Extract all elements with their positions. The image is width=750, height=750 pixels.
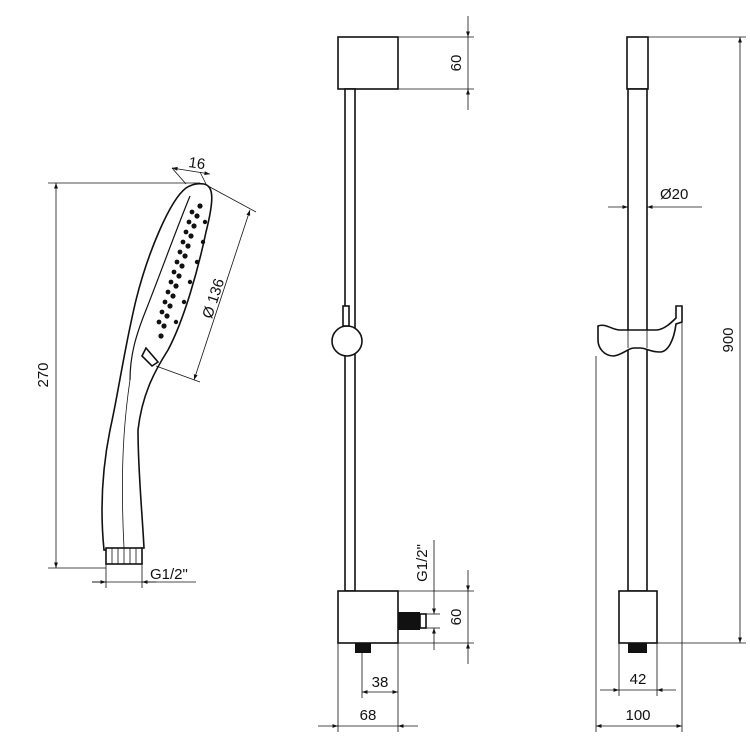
- head-diameter-label: Ø 136: [199, 277, 228, 321]
- hand-shower-thread-label: G1/2": [150, 566, 188, 583]
- bottom-bracket-nut-front: [628, 643, 647, 653]
- bottom-wall-bracket-outlet: [337, 590, 399, 644]
- spray-nozzles: [156, 203, 208, 339]
- slider-knob: [331, 325, 363, 357]
- top-bracket-height-label: 60: [448, 55, 465, 72]
- outlet-thread-label: G1/2": [414, 544, 431, 582]
- holder-width-label: 100: [625, 707, 650, 724]
- head-thickness-label: 16: [187, 154, 206, 173]
- hand-shower-thread: [105, 547, 143, 565]
- top-bracket-front: [626, 36, 649, 90]
- handle-seam-line: [122, 379, 131, 549]
- bottom-bracket-height-label: 60: [448, 609, 465, 626]
- bracket-base-nut: [355, 643, 371, 653]
- hand-shower-height-label: 270: [35, 362, 52, 387]
- bottom-bracket-front: [618, 590, 658, 644]
- rail-diameter-label: Ø20: [660, 186, 688, 203]
- outlet-offset-label: 38: [372, 674, 389, 691]
- rail-side-view: 60 G1/2" 60 38 68: [318, 16, 474, 732]
- outlet-thread: [398, 612, 427, 630]
- spray-button: [141, 346, 160, 368]
- hand-shower-view: 270 16 Ø 136 G1/2": [35, 154, 257, 588]
- rail-length-label: 900: [720, 327, 737, 352]
- shower-head-face-line: [129, 195, 191, 381]
- hand-shower-holder: [597, 305, 683, 357]
- top-wall-bracket: [337, 36, 399, 90]
- hand-shower-body: [101, 182, 213, 551]
- rail-front-view: Ø20 900 42 100: [595, 36, 746, 732]
- bracket-depth-label: 68: [360, 707, 377, 724]
- bracket-width-label: 42: [630, 671, 647, 688]
